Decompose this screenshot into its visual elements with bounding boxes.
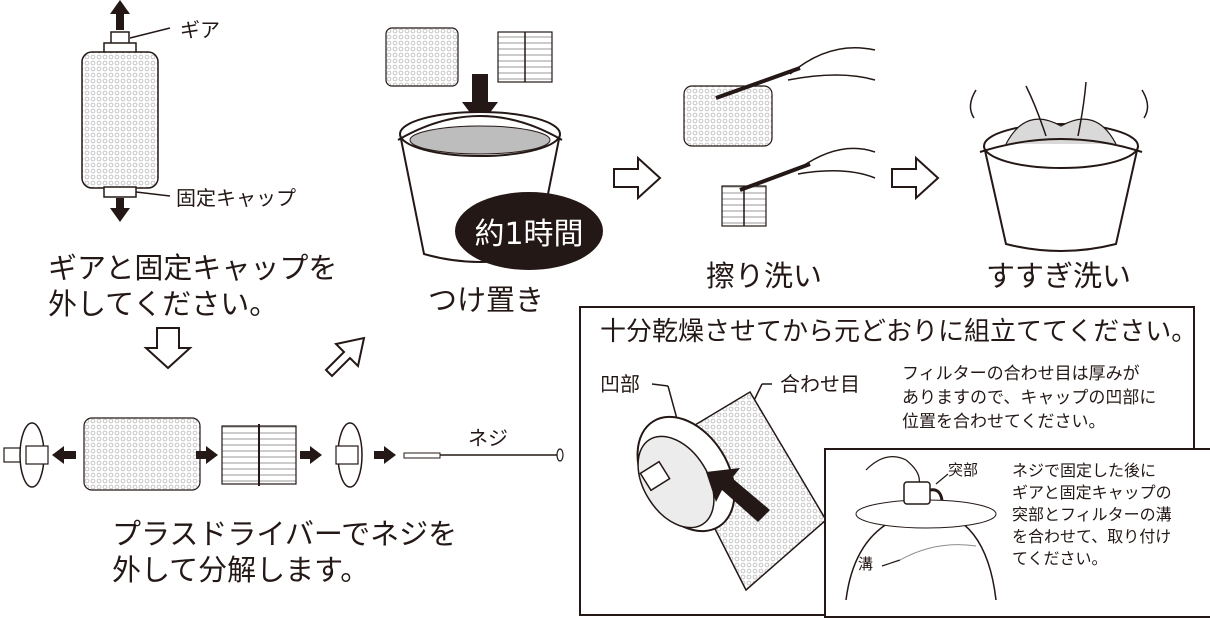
inset-note-line2: ギアと固定キャップの: [1012, 483, 1172, 502]
fixed-cap: [103, 186, 137, 198]
down-arrow-icon: [143, 327, 193, 370]
right-arrow-icon: [300, 446, 322, 464]
soak-time-badge: 約1時間: [455, 192, 603, 270]
scrub-illustration: [680, 40, 880, 240]
insert-arrow-icon: [706, 468, 770, 522]
inset-illustration: [826, 450, 997, 601]
up-arrow-icon: [110, 0, 130, 30]
gear-label: ギア: [180, 18, 220, 42]
seam-label: 合わせ目: [780, 372, 860, 396]
left-arrow-icon: [52, 446, 76, 464]
filter-cylinder: [81, 51, 159, 189]
instructions-title: 十分乾燥させてから元どおりに組立ててください。: [600, 317, 1198, 347]
instructions-note-line3: 位置を合わせてください。: [902, 412, 1106, 432]
recess-label: 凹部: [600, 372, 640, 396]
step2-caption-line2: 外して分解します。: [112, 553, 370, 587]
scrub-caption: 擦り洗い: [706, 259, 823, 293]
inset-note-line5: てください。: [1012, 549, 1108, 568]
fixed-cap-label: 固定キャップ: [176, 186, 296, 210]
right-arrow-icon: [891, 155, 940, 201]
filter-assembly-illustration: [590, 370, 830, 600]
step1-caption-line1: ギアと固定キャップを: [48, 251, 338, 285]
up-right-arrow-icon: [324, 336, 366, 378]
right-arrow-icon: [196, 446, 218, 464]
screw-label: ネジ: [468, 426, 508, 450]
rinse-caption: すすぎ洗い: [986, 259, 1132, 293]
inset-note-line3: 突部とフィルターの溝: [1012, 505, 1172, 524]
inset-note-line1: ネジで固定した後に: [1012, 461, 1157, 480]
bucket: [983, 145, 1139, 252]
soak-caption: つけ置き: [428, 283, 545, 317]
inset-note-line4: を合わせて、取り付け: [1012, 527, 1172, 546]
gear: [110, 31, 130, 45]
disassembly-illustration: [0, 400, 570, 510]
step1-caption-line2: 外してください。: [48, 287, 279, 321]
protrusion-label: 突部: [948, 461, 979, 479]
right-arrow-icon: [613, 155, 662, 201]
soak-time: 約1時間: [474, 217, 584, 252]
gear: [903, 481, 931, 505]
screw: [403, 452, 441, 459]
instructions-note-line2: ありますので、キャップの凹部に: [902, 388, 1157, 408]
instructions-note-line1: フィルターの合わせ目は厚みが: [902, 364, 1140, 384]
step1-filter-illustration: [60, 0, 320, 240]
right-arrow-icon: [374, 446, 396, 464]
down-arrow-icon: [110, 198, 130, 222]
step2-caption-line1: プラスドライバーでネジを: [112, 517, 458, 551]
rinse-illustration: [966, 66, 1156, 256]
groove-label: 溝: [858, 555, 874, 573]
